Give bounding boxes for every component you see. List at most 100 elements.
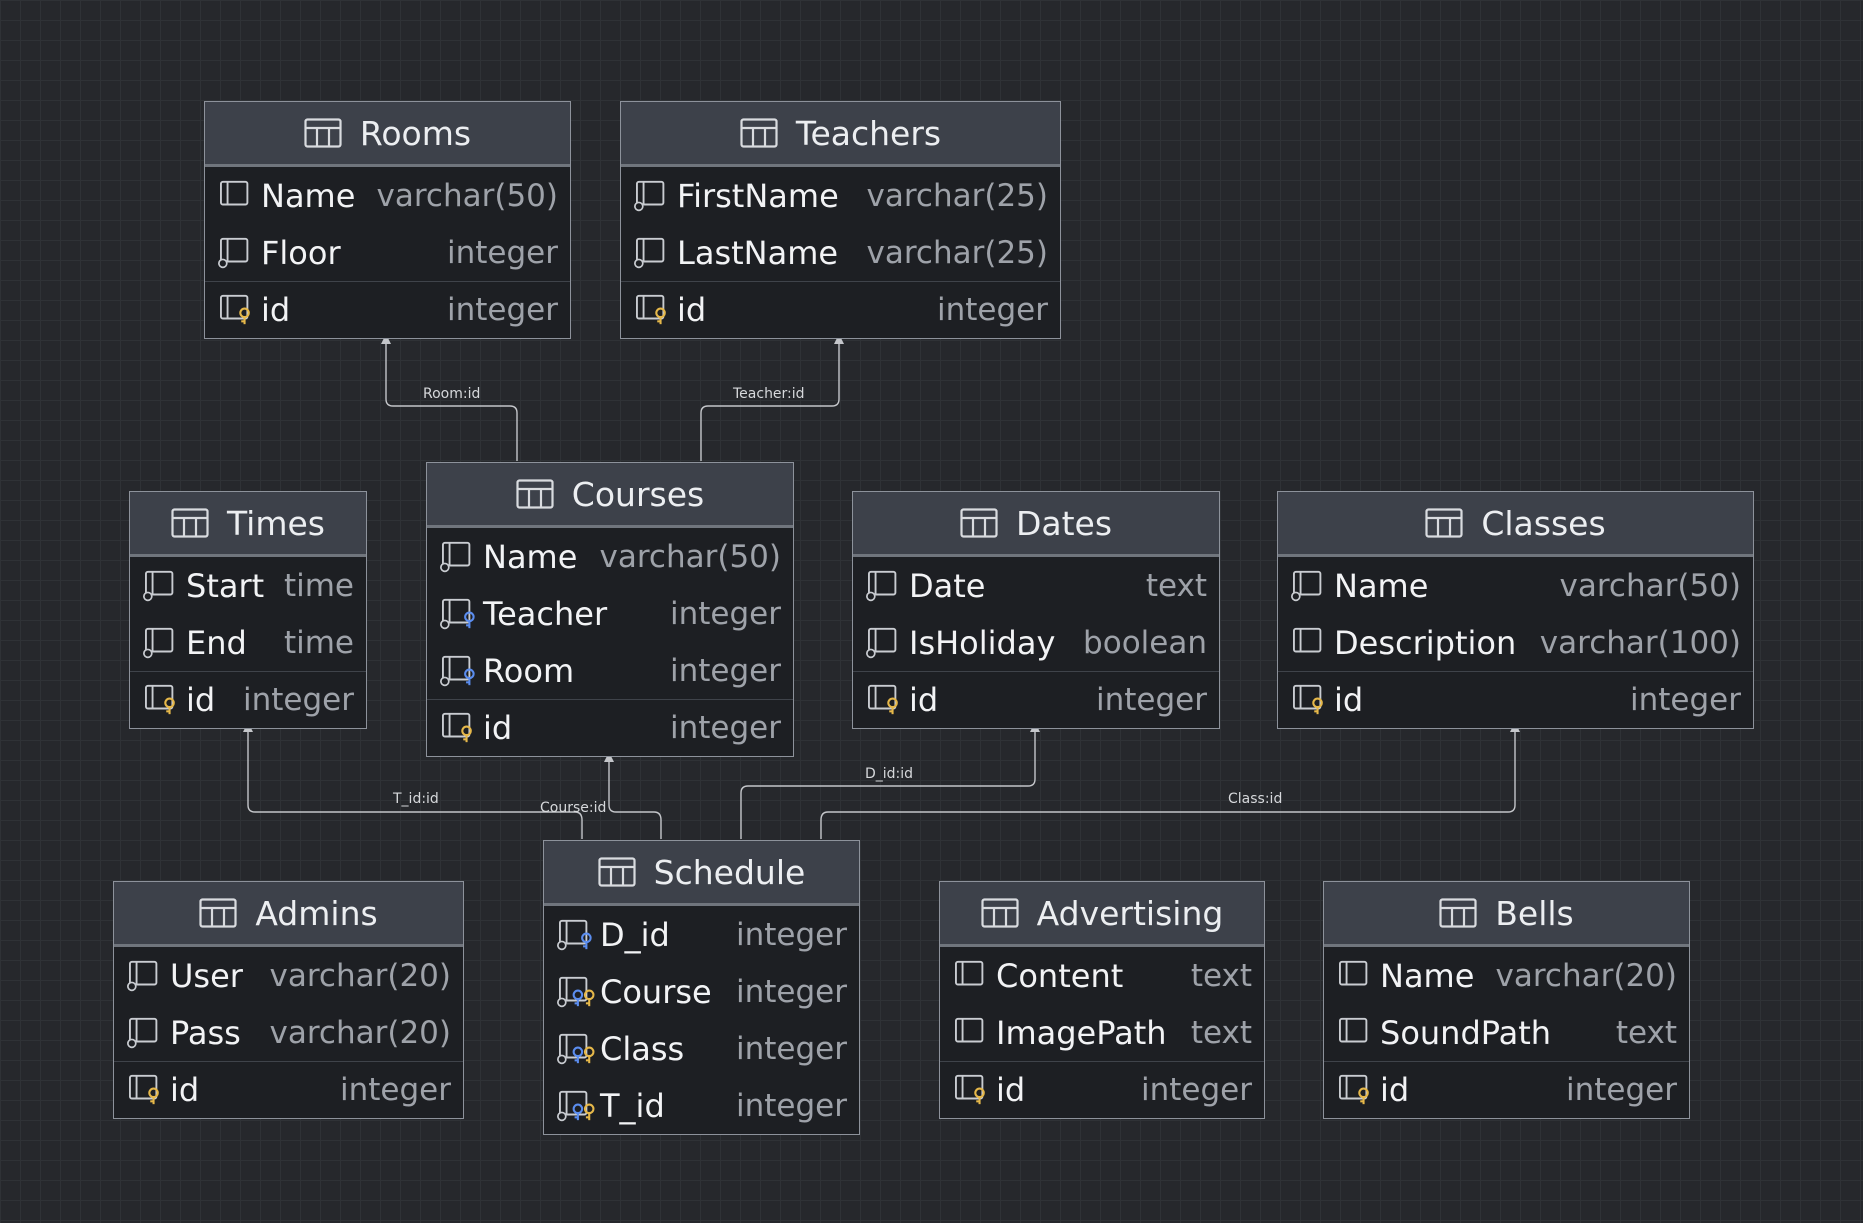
entity-header[interactable]: Schedule <box>544 841 859 906</box>
field-name: Name <box>261 176 356 215</box>
nullable-column-icon <box>440 541 471 572</box>
entity-header[interactable]: Times <box>130 492 366 557</box>
field-type: integer <box>1141 1072 1252 1108</box>
nullable-column-icon <box>143 570 174 601</box>
field-name: User <box>170 956 243 995</box>
column-icon <box>955 960 984 985</box>
field-type: integer <box>736 1087 847 1124</box>
edge-label-teacher: Teacher:id <box>733 386 805 402</box>
edge-schedule-classes <box>820 722 1520 839</box>
column-icon <box>1339 960 1368 985</box>
entity-header[interactable]: Admins <box>114 882 463 947</box>
field-row[interactable]: Name varchar(50) <box>205 167 570 224</box>
field-name: id <box>170 1071 200 1109</box>
field-row[interactable]: D_id integer <box>544 906 859 963</box>
field-row[interactable]: id integer <box>853 671 1219 728</box>
field-row[interactable]: Floor integer <box>205 224 570 281</box>
field-row[interactable]: id integer <box>621 281 1060 338</box>
field-row[interactable]: id integer <box>427 699 793 756</box>
field-name: id <box>483 709 513 747</box>
entity-bells[interactable]: Bells Name varchar(20) SoundPath text id… <box>1323 881 1690 1119</box>
field-row[interactable]: id integer <box>130 671 366 728</box>
field-type: time <box>283 567 354 604</box>
field-row[interactable]: Course integer <box>544 963 859 1020</box>
field-row[interactable]: Teacher integer <box>427 585 793 642</box>
field-name: Name <box>1380 956 1475 995</box>
foreign-key-icon <box>557 919 592 950</box>
entity-title: Schedule <box>653 852 806 892</box>
field-type: time <box>283 624 354 661</box>
entity-admins[interactable]: Admins User varchar(20) Pass varchar(20)… <box>113 881 464 1119</box>
table-icon <box>304 118 342 148</box>
field-row[interactable]: id integer <box>1324 1061 1689 1118</box>
field-type: integer <box>736 1030 847 1067</box>
edge-label-course: Course:id <box>540 800 607 816</box>
field-name: IsHoliday <box>909 623 1056 662</box>
field-row[interactable]: Name varchar(50) <box>427 528 793 585</box>
entity-header[interactable]: Advertising <box>940 882 1264 947</box>
nullable-column-icon <box>866 627 897 658</box>
entity-dates[interactable]: Dates Date text IsHoliday boolean id int… <box>852 491 1220 729</box>
primary-foreign-key-icon <box>557 1033 595 1064</box>
entity-header[interactable]: Classes <box>1278 492 1753 557</box>
table-icon <box>516 479 554 509</box>
field-type: integer <box>670 710 781 746</box>
entity-title: Bells <box>1495 893 1574 933</box>
field-type: text <box>1190 957 1252 994</box>
entity-schedule[interactable]: Schedule D_id integer Course integer <box>543 840 860 1135</box>
nullable-column-icon <box>127 960 158 991</box>
entity-classes[interactable]: Classes Name varchar(50) Description var… <box>1277 491 1754 729</box>
primary-key-icon <box>441 712 472 743</box>
field-row[interactable]: Description varchar(100) <box>1278 614 1753 671</box>
field-row[interactable]: FirstName varchar(25) <box>621 167 1060 224</box>
table-icon <box>1439 898 1477 928</box>
table-icon <box>740 118 778 148</box>
field-row[interactable]: User varchar(20) <box>114 947 463 1004</box>
nullable-column-icon <box>1291 570 1322 601</box>
entity-rooms[interactable]: Rooms Name varchar(50) Floor integer id … <box>204 101 571 339</box>
field-row[interactable]: Class integer <box>544 1020 859 1077</box>
column-icon <box>955 1017 984 1042</box>
primary-key-icon <box>145 684 175 715</box>
nullable-column-icon <box>634 237 665 268</box>
field-row[interactable]: Room integer <box>427 642 793 699</box>
field-row[interactable]: Date text <box>853 557 1219 614</box>
field-row[interactable]: Name varchar(50) <box>1278 557 1753 614</box>
field-row[interactable]: Content text <box>940 947 1264 1004</box>
nullable-column-icon <box>866 570 897 601</box>
field-row[interactable]: ImagePath text <box>940 1004 1264 1061</box>
entity-courses[interactable]: Courses Name varchar(50) Teacher integer <box>426 462 794 757</box>
primary-foreign-key-icon <box>557 1090 595 1121</box>
entity-times[interactable]: Times Start time End time id integer <box>129 491 367 729</box>
primary-key-icon <box>636 294 666 325</box>
field-row[interactable]: SoundPath text <box>1324 1004 1689 1061</box>
field-row[interactable]: id integer <box>114 1061 463 1118</box>
field-row[interactable]: id integer <box>940 1061 1264 1118</box>
primary-key-icon <box>868 684 898 715</box>
field-type: integer <box>736 916 847 953</box>
table-icon <box>981 898 1019 928</box>
field-name: Course <box>600 972 712 1011</box>
field-name: LastName <box>677 233 839 272</box>
field-row[interactable]: T_id integer <box>544 1077 859 1134</box>
field-row[interactable]: LastName varchar(25) <box>621 224 1060 281</box>
entity-teachers[interactable]: Teachers FirstName varchar(25) LastName … <box>620 101 1061 339</box>
field-row[interactable]: Name varchar(20) <box>1324 947 1689 1004</box>
entity-advertising[interactable]: Advertising Content text ImagePath text … <box>939 881 1265 1119</box>
field-row[interactable]: id integer <box>205 281 570 338</box>
entity-header[interactable]: Bells <box>1324 882 1689 947</box>
field-type: text <box>1145 567 1207 604</box>
field-row[interactable]: id integer <box>1278 671 1753 728</box>
entity-header[interactable]: Dates <box>853 492 1219 557</box>
field-row[interactable]: Pass varchar(20) <box>114 1004 463 1061</box>
field-row[interactable]: End time <box>130 614 366 671</box>
entity-header[interactable]: Teachers <box>621 102 1060 167</box>
field-row[interactable]: IsHoliday boolean <box>853 614 1219 671</box>
field-name: Room <box>483 651 575 690</box>
entity-header[interactable]: Rooms <box>205 102 570 167</box>
entity-header[interactable]: Courses <box>427 463 793 528</box>
field-name: id <box>186 681 216 719</box>
field-row[interactable]: Start time <box>130 557 366 614</box>
edge-courses-rooms <box>381 334 518 461</box>
